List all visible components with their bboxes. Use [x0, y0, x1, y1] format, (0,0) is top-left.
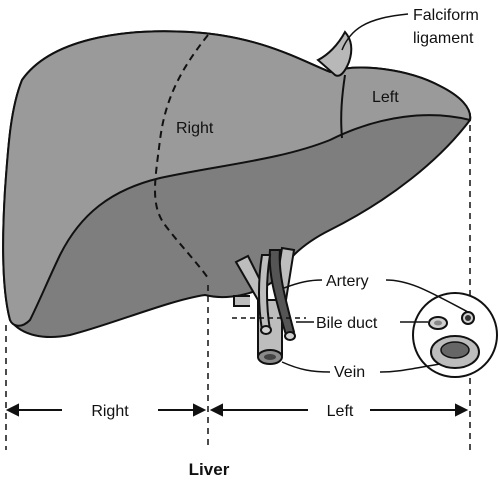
falciform-label-line1: Falciform — [413, 7, 479, 24]
right-lobe-label: Right — [176, 120, 214, 137]
left-lobe-boundary — [340, 74, 346, 139]
hilum-vessels — [233, 246, 296, 365]
lobe-division-line — [154, 34, 209, 279]
leader-lines — [281, 13, 469, 373]
artery-end — [284, 331, 296, 341]
falciform-label-line2: ligament — [413, 30, 474, 47]
bile-duct-end — [260, 325, 272, 335]
artery-label: Artery — [326, 273, 369, 290]
width-left-label: Left — [327, 403, 354, 420]
cross-section-inset — [412, 292, 498, 378]
diagram-caption: Liver — [189, 460, 230, 479]
bile-duct-label: Bile duct — [316, 315, 378, 332]
width-right-label: Right — [91, 403, 129, 420]
width-guides — [5, 125, 471, 450]
width-arrows — [5, 403, 469, 417]
left-lobe-label: Left — [372, 89, 399, 106]
liver-upper-surface — [2, 30, 472, 327]
vein-branch-small — [233, 295, 250, 307]
vein-label: Vein — [334, 364, 365, 381]
falciform-ligament — [316, 30, 353, 77]
artery-vessel — [268, 249, 296, 337]
